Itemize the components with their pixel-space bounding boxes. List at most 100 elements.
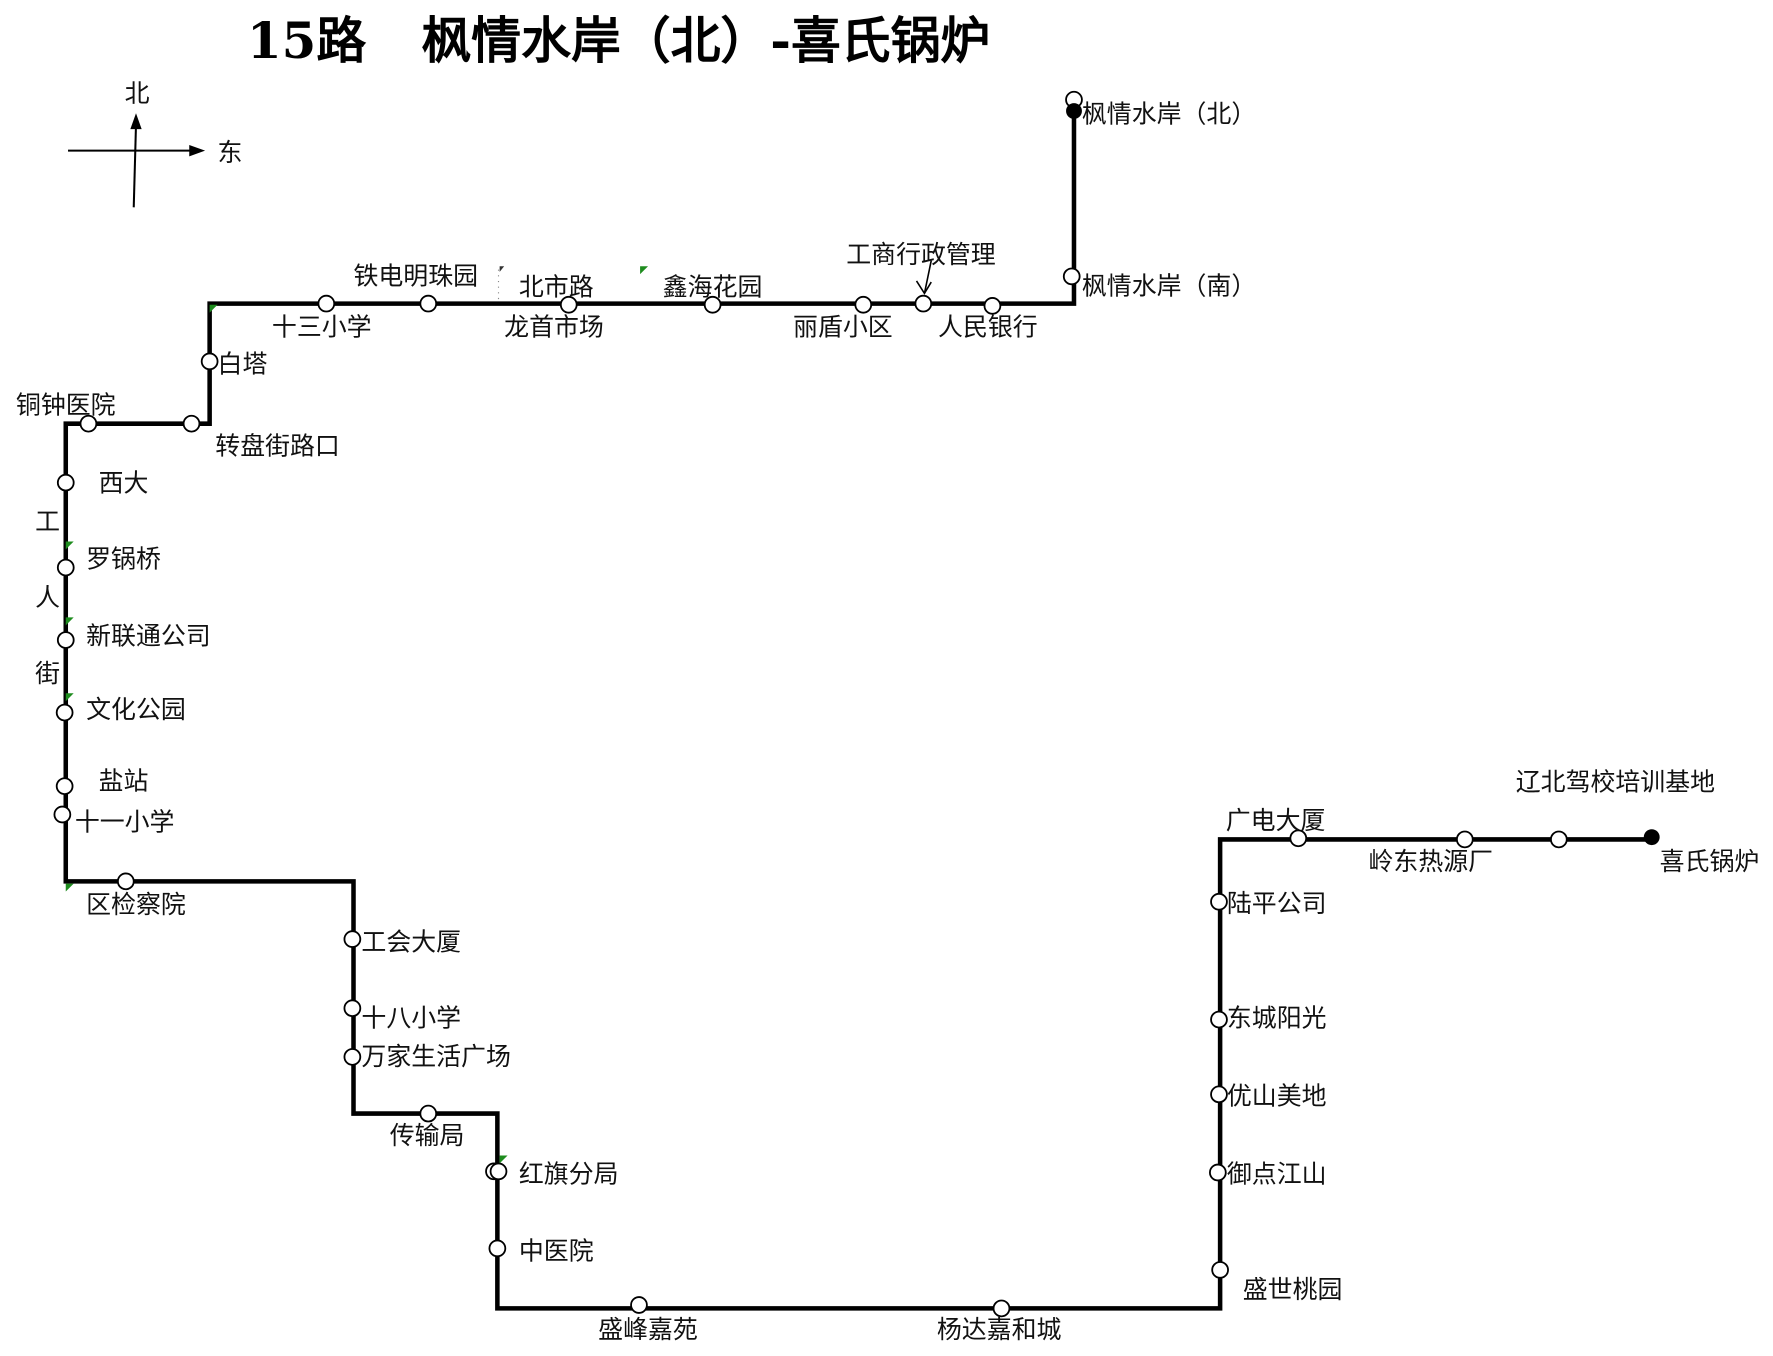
station-label: 龙首市场	[504, 312, 604, 341]
station-label: 广电大厦	[1226, 806, 1326, 835]
callout-arrow-icon	[923, 260, 933, 294]
station-stop	[343, 999, 362, 1018]
station-label: 优山美地	[1227, 1082, 1327, 1111]
station-label: 铜钟医院	[16, 390, 116, 419]
station-label: 西大	[99, 469, 149, 498]
station-stop	[854, 295, 873, 314]
station-label: 白塔	[218, 350, 268, 379]
green-corner-marker	[65, 883, 74, 892]
station-label: 区检察院	[86, 890, 186, 919]
station-label: 文化公园	[86, 695, 186, 724]
station-label: 十一小学	[75, 807, 175, 836]
station-baita: 白塔	[200, 350, 268, 379]
station-tongzhong-yiyuan: 铜钟医院	[16, 390, 116, 433]
station-stop	[1211, 1261, 1229, 1279]
station-label: 喜氏锅炉	[1660, 847, 1760, 876]
compass-east-label: 东	[218, 138, 243, 167]
station-stop	[1210, 1010, 1228, 1029]
station-hongqi-fenju: 红旗分局	[485, 1160, 619, 1189]
station-chuanshu-ju: 传输局	[390, 1104, 465, 1150]
station-wenhua-gongyuan: 文化公园	[55, 695, 186, 724]
station-gongshang-xingzheng-guanli: 工商行政管理	[846, 240, 996, 313]
station-label: 传输局	[390, 1121, 465, 1150]
station-stop	[56, 473, 75, 492]
station-stop	[55, 703, 74, 722]
station-label: 御点江山	[1227, 1160, 1327, 1189]
green-corner-marker	[65, 541, 74, 550]
east-arrow-icon	[189, 145, 206, 157]
station-label: 岭东热源厂	[1369, 847, 1494, 876]
station-fengqing-shuian-south: 枫情水岸（南）	[1062, 267, 1256, 301]
station-tiedian-mingzhu-yuan: 铁电明珠园	[354, 261, 478, 313]
green-corner-markers	[65, 266, 649, 1164]
station-guangdian-dasha: 广电大厦	[1226, 806, 1326, 848]
station-zhuanpanjie-lukou: 转盘街路口	[182, 414, 340, 460]
station-stop	[55, 777, 74, 796]
station-shengshi-taoyuan: 盛世桃园	[1211, 1261, 1343, 1304]
station-shiba-xiaoxue: 十八小学	[343, 999, 461, 1032]
station-stop	[343, 1048, 362, 1066]
station-stop	[559, 295, 578, 314]
station-stop	[1210, 892, 1228, 911]
station-label: 工商行政管理	[846, 240, 996, 269]
station-stop	[200, 352, 219, 371]
green-corner-marker	[499, 1155, 508, 1164]
station-yanzhan: 盐站	[55, 767, 148, 796]
station-label: 罗锅桥	[86, 545, 161, 574]
station-stop	[1209, 1163, 1227, 1182]
station-label: 中医院	[519, 1237, 594, 1266]
station-label: 枫情水岸（南）	[1082, 272, 1256, 301]
station-dongcheng-yangguang: 东城阳光	[1210, 1003, 1327, 1032]
green-corner-marker	[640, 266, 649, 275]
station-label: 工会大厦	[361, 927, 461, 956]
station-stop	[116, 872, 135, 891]
station-stop	[1549, 830, 1568, 849]
station-yudian-jiangshan: 御点江山	[1209, 1160, 1327, 1189]
station-zhong-yiyuan: 中医院	[488, 1237, 594, 1266]
station-luoguo-qiao: 罗锅桥	[56, 545, 161, 577]
street-char: 街	[35, 659, 60, 688]
station-label: 新联通公司	[86, 622, 211, 651]
route-number: 15路	[247, 11, 366, 70]
station-shisan-xiaoxue: 十三小学	[272, 294, 372, 341]
route-line	[63, 108, 1654, 1311]
station-longshou-shichang: 龙首市场	[504, 295, 604, 341]
station-label: 十三小学	[272, 312, 372, 341]
callout-arrowhead-icon	[915, 280, 932, 295]
station-stop	[419, 1104, 438, 1123]
station-stop	[914, 294, 933, 313]
station-liaobei-jiaxiao-peixun-jidi: 辽北驾校培训基地	[1516, 768, 1715, 849]
street-label-gongren-jie: 工 人 街	[35, 507, 60, 688]
station-stop	[703, 295, 722, 314]
map-title: 15路 枫情水岸（北）-喜氏锅炉	[247, 11, 990, 70]
station-stop	[79, 414, 98, 433]
station-stop	[53, 805, 72, 824]
station-gonghui-dasha: 工会大厦	[343, 927, 461, 956]
station-stop	[992, 1299, 1011, 1318]
station-shengfeng-jiayuan: 盛峰嘉苑	[598, 1296, 698, 1344]
station-luping-gongsi: 陆平公司	[1210, 889, 1327, 918]
station-stop	[489, 1162, 508, 1181]
station-label: 红旗分局	[519, 1160, 619, 1189]
station-stop	[1062, 267, 1081, 286]
station-label: 杨达嘉和城	[937, 1315, 1062, 1344]
station-label: 万家生活广场	[361, 1042, 510, 1071]
station-lingdong-reyuan-chang: 岭东热源厂	[1369, 830, 1494, 876]
station-label: 十八小学	[361, 1003, 461, 1032]
green-corner-marker	[209, 304, 218, 313]
station-qu-jianchayuan: 区检察院	[86, 872, 186, 919]
station-stop	[56, 558, 75, 577]
station-renmin-yinhang: 人民银行	[938, 297, 1038, 341]
terminal-dot	[1066, 103, 1082, 119]
station-stop	[630, 1296, 648, 1314]
station-label: 丽盾小区	[793, 312, 893, 341]
station-xin-liantong-gongsi: 新联通公司	[56, 622, 211, 651]
station-label: 鑫海花园	[663, 273, 763, 302]
station-youshan-meidi: 优山美地	[1210, 1082, 1327, 1111]
station-stop	[983, 297, 1002, 315]
station-label: 盛世桃园	[1243, 1275, 1343, 1304]
station-label: 辽北驾校培训基地	[1516, 768, 1715, 797]
route-endpoints: 枫情水岸（北）-喜氏锅炉	[421, 11, 990, 70]
station-label: 盛峰嘉苑	[598, 1315, 698, 1344]
